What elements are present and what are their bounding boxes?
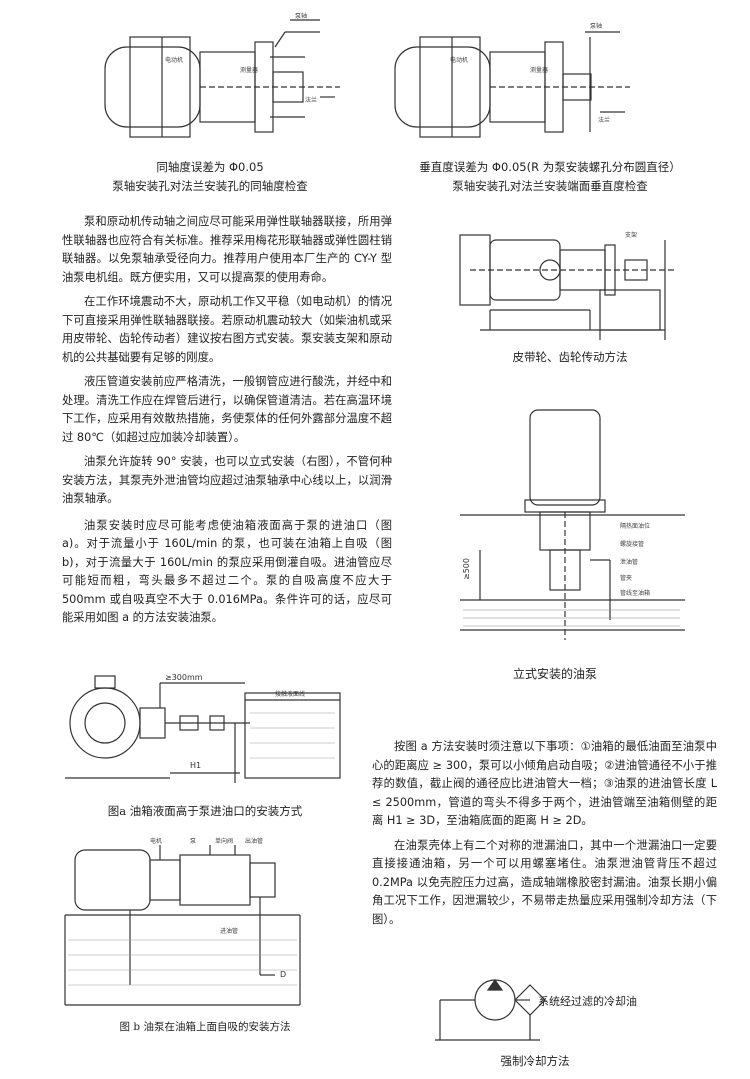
figure-label: 测量器 — [240, 66, 258, 74]
vertical-caption: 立式安装的油泵 — [512, 667, 597, 681]
figure-label: 电机 — [150, 837, 162, 845]
figure-label: 接触液面线 — [275, 690, 305, 698]
figure-label: 隔热面油位 — [620, 522, 650, 530]
dimension-label: D — [280, 970, 286, 979]
figure-label: 出油管 — [245, 837, 263, 845]
left-text-column: 泵和原动机传动轴之间应尽可能采用弹性联轴器联接，所用弹性联轴器也应符合有关标准。… — [62, 213, 392, 634]
dimension-label: ≥300mm — [165, 673, 203, 682]
figure-label: 泄油管 — [620, 558, 638, 566]
figure-label: 进油管 — [220, 927, 238, 935]
figure-label: 螺旋接管 — [620, 540, 644, 548]
figure-label: 泵轴 — [295, 12, 307, 20]
figure-label: 测量器 — [530, 66, 548, 74]
right-text-column: 按图 a 方法安装时须注意以下事项：①油箱的最低油面至油泵中心的距离应 ≥ 30… — [372, 738, 717, 935]
figure-label: 系统经过滤的冷却油 — [538, 994, 637, 1008]
figure-label: 泵 — [190, 838, 196, 845]
belt-drive-figure: 支架 — [459, 231, 675, 340]
fig-b-figure: 电机 泵 单向阀 出油管 进油管 D — [64, 837, 301, 1006]
paragraph: 泵和原动机传动轴之间应尽可能采用弹性联轴器联接，所用弹性联轴器也应符合有关标准。… — [62, 215, 392, 284]
figure-label: 泵轴 — [590, 22, 602, 30]
coaxial-caption: 同轴度误差为 Φ0.05 泵轴安装孔对法兰安装孔的同轴度检查 — [112, 160, 308, 193]
paragraph: 在油泵壳体上有二个对称的泄漏油口，其中一个泄漏油口一定要直接接通油箱，另一个可以… — [372, 838, 717, 926]
figure-label: 单向阀 — [215, 837, 233, 845]
coaxial-check-figure: 电动机 测量器 泵轴 法兰 — [104, 12, 340, 138]
fig-a-figure: ≥300mm H1 接触液面线 — [65, 673, 341, 783]
paragraph: 按图 a 方法安装时须注意以下事项：①油箱的最低油面至油泵中心的距离应 ≥ 30… — [372, 740, 717, 827]
cooling-caption: 强制冷却方法 — [500, 1054, 570, 1068]
paragraph: 油泵安装时应尽可能考虑使油箱液面高于泵的进油口（图 a)。对于流量小于 160L… — [62, 518, 392, 625]
belt-caption: 皮带轮、齿轮传动方法 — [512, 350, 628, 364]
perpendicular-caption: 垂直度误差为 Φ0.05(R 为泵安装螺孔分布圆直径） 泵轴安装孔对法兰安装端面… — [419, 160, 681, 193]
fig-b-caption: 图 b 油泵在油箱上面自吸的安装方法 — [119, 1021, 291, 1033]
figure-label: 管夹 — [620, 574, 632, 582]
figure-label: 法兰 — [598, 116, 610, 124]
figure-label: 支架 — [625, 231, 637, 239]
cooling-figure: 系统经过滤的冷却油 — [435, 978, 637, 1041]
dimension-label: ≥500 — [462, 558, 471, 580]
figure-label: 法兰 — [305, 96, 317, 104]
paragraph: 液压管道安装前应严格清洗，一般钢管应进行酸洗，并经中和处理。清洗工作应在焊管后进… — [62, 375, 392, 444]
paragraph: 在工作环境震动不大，原动机工作又平稳（如电动机）的情况下可直接采用弹性联轴器联接… — [62, 295, 392, 364]
figure-label: 电动机 — [450, 56, 468, 64]
paragraph: 油泵允许旋转 90° 安装，也可以立式安装（右图），不管何种安装方法，其泵壳外泄… — [62, 455, 392, 505]
fig-a-caption: 图a 油箱液面高于泵进油口的安装方式 — [107, 804, 303, 818]
vertical-install-figure: 隔热面油位 螺旋接管 泄油管 管夹 管线至油箱 ≥500 — [460, 409, 685, 640]
dimension-label: H1 — [190, 761, 201, 770]
figure-label: 管线至油箱 — [620, 589, 650, 597]
figure-label: 电动机 — [165, 56, 183, 64]
perpendicular-check-figure: 电动机 测量器 泵轴 法兰 — [394, 22, 630, 138]
